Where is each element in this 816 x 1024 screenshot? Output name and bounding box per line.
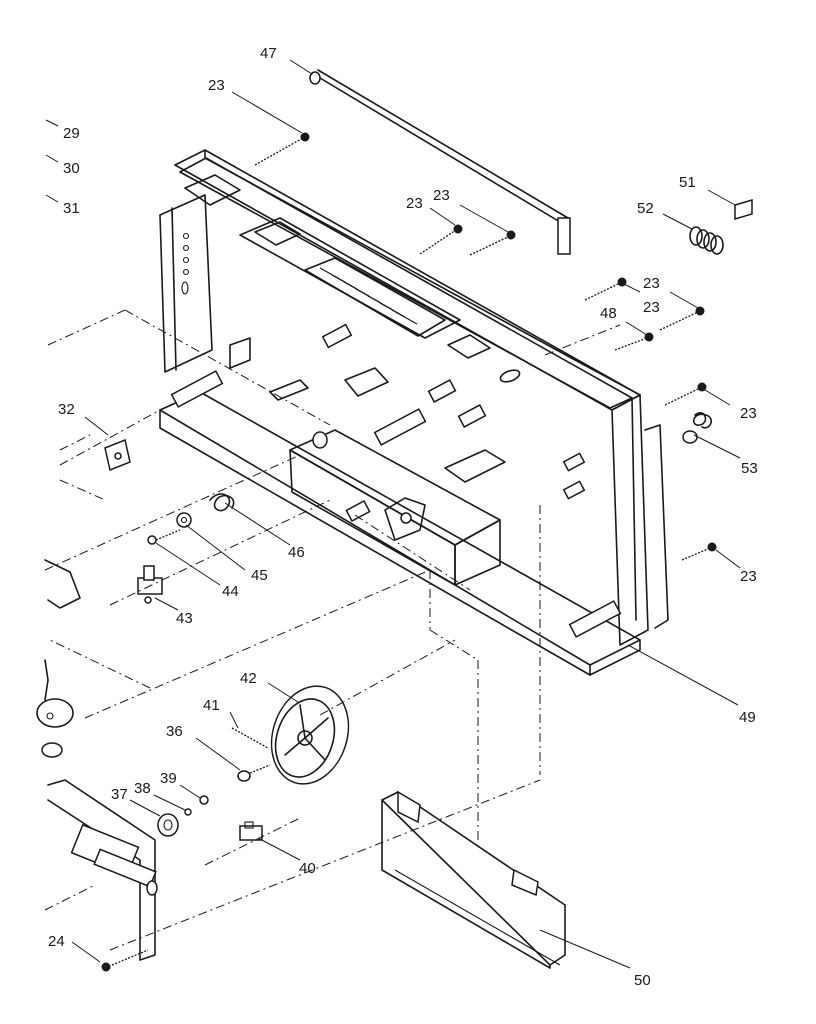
callout-47: 47 (260, 45, 277, 62)
mounting-posts (170, 323, 622, 638)
vent-slots (319, 267, 418, 325)
part-39-clip (199, 795, 209, 805)
assembly-lines (44, 309, 621, 951)
callout-45: 45 (251, 567, 268, 584)
lower-left-mechanism (36, 559, 158, 961)
callout-53: 53 (741, 460, 758, 477)
part-43-switch (137, 565, 163, 604)
callout-44: 44 (222, 583, 239, 600)
callout-40: 40 (299, 860, 316, 877)
callout-29: 29 (63, 125, 80, 142)
callout-37: 37 (111, 786, 128, 803)
callout-43: 43 (176, 610, 193, 627)
part-40-connector (239, 821, 263, 841)
callout-50: 50 (634, 972, 651, 989)
callout-23-right-c: 23 (740, 405, 757, 422)
chassis-frame (159, 149, 669, 676)
clip-part-51 (734, 198, 753, 221)
callout-49: 49 (739, 709, 756, 726)
callout-46: 46 (288, 544, 305, 561)
callout-23-right-b: 23 (643, 299, 660, 316)
part-32-bracket (104, 438, 131, 472)
callout-51: 51 (679, 174, 696, 191)
callout-23-lower-right: 23 (740, 568, 757, 585)
spring-part-53 (682, 412, 713, 444)
callout-23-right-a: 23 (643, 275, 660, 292)
part-36-nut (237, 764, 271, 782)
callout-30: 30 (63, 160, 80, 177)
callout-38: 38 (134, 780, 151, 797)
spring-part-52 (689, 226, 724, 255)
callout-42: 42 (240, 670, 257, 687)
part-37-bushing (157, 813, 179, 837)
part-41-screw (231, 727, 269, 749)
part-46-spring (209, 493, 235, 512)
callout-23-top: 23 (208, 77, 225, 94)
callout-31: 31 (63, 200, 80, 217)
guide-rod (309, 69, 571, 255)
leader-lines (45, 59, 741, 969)
part-44-screw (147, 529, 181, 545)
callout-23-mid-left: 23 (406, 195, 423, 212)
callout-48: 48 (600, 305, 617, 322)
screws (101, 132, 717, 972)
pulley-wheel (270, 685, 350, 785)
part-45-washer (176, 512, 192, 528)
callout-24: 24 (48, 933, 65, 950)
callout-36: 36 (166, 723, 183, 740)
callout-32: 32 (58, 401, 75, 418)
cover-panel (381, 790, 566, 969)
callout-39: 39 (160, 770, 177, 787)
callout-41: 41 (203, 697, 220, 714)
callout-labels: 47 23 29 30 31 23 23 51 52 23 23 48 23 5… (48, 45, 758, 989)
callout-52: 52 (637, 200, 654, 217)
part-38-washer (184, 808, 192, 816)
callout-23-mid-right: 23 (433, 187, 450, 204)
